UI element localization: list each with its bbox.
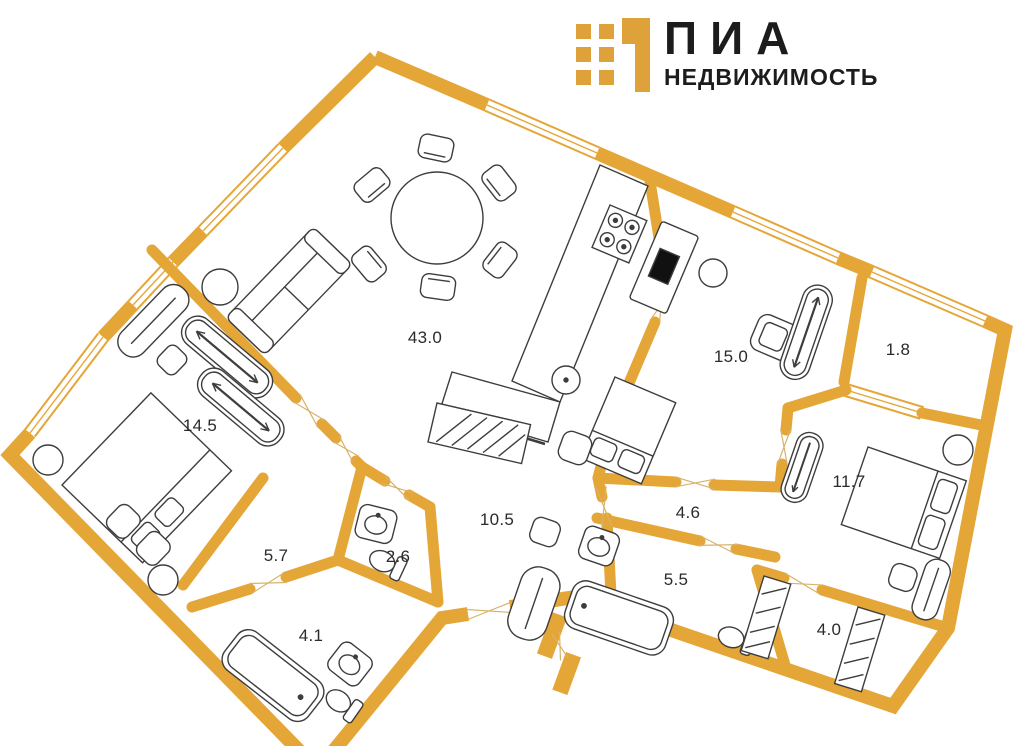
armchair <box>749 313 803 363</box>
wardrobe-right <box>780 431 824 504</box>
kitchen-sink-icon <box>551 365 581 395</box>
entry-vestibule-walls <box>536 612 582 696</box>
desk-chair-right <box>887 562 918 593</box>
room-area-wc: 2.6 <box>385 547 411 566</box>
room-area-balcony: 1.8 <box>885 340 911 359</box>
nightstand-main <box>32 444 64 476</box>
office-desk <box>629 221 699 314</box>
dining-chairs <box>351 133 518 302</box>
outer-walls <box>0 50 1013 746</box>
room-area-hallway: 10.5 <box>479 510 515 529</box>
room-area-bedroom-right: 11.7 <box>832 472 866 491</box>
bed-bench <box>105 503 171 566</box>
door-marks <box>249 286 824 661</box>
bathtub-left-icon <box>221 628 325 723</box>
bath-left-sink-icon <box>327 641 373 687</box>
dining-table <box>390 171 484 265</box>
storage-cabinet-left <box>740 575 792 660</box>
stove-icon <box>591 204 648 264</box>
pia-logo-icon <box>576 18 650 92</box>
window-console <box>117 283 190 358</box>
bath-left-toilet-icon <box>325 689 364 724</box>
wc-toilet-icon <box>368 549 408 582</box>
room-area-dressing: 5.7 <box>263 546 289 565</box>
sofa <box>227 228 351 354</box>
wardrobe-sliding <box>779 284 833 381</box>
bedroom-pouf <box>147 564 179 596</box>
hall-pouf <box>528 516 562 548</box>
hall-wardrobe-hatched <box>427 402 532 465</box>
room-area-kitchen-living: 43.0 <box>407 328 443 347</box>
bed-office <box>579 376 677 485</box>
room-area-bathroom-right: 5.5 <box>663 570 689 589</box>
bedroom-chair <box>156 344 188 376</box>
office-chair <box>698 258 728 288</box>
bed-right <box>840 446 968 560</box>
wardrobe-main-2 <box>196 367 285 447</box>
bathtub-right-icon <box>563 580 675 656</box>
hall-cabinet <box>507 566 561 641</box>
wc-sink-icon <box>354 503 398 545</box>
bath-right-sink-icon <box>577 525 621 567</box>
coffee-table <box>201 268 239 306</box>
room-area-bedroom-main: 14.5 <box>182 416 218 435</box>
room-area-bathroom-left: 4.1 <box>298 626 324 645</box>
storage-cabinet-right <box>833 606 886 693</box>
desk-right <box>911 558 952 621</box>
logo-subtitle: НЕДВИЖИМОСТЬ <box>664 64 879 90</box>
room-area-bedroom-office: 15.0 <box>713 347 749 366</box>
hall-stool <box>557 430 593 466</box>
room-area-storage: 4.0 <box>816 620 842 639</box>
logo-title: ПИА <box>664 12 803 64</box>
pia-logo: ПИА НЕДВИЖИМОСТЬ <box>576 12 879 92</box>
room-area-corridor: 4.6 <box>675 503 701 522</box>
nightstand-round <box>942 434 974 466</box>
wardrobe-main-1 <box>180 315 274 399</box>
